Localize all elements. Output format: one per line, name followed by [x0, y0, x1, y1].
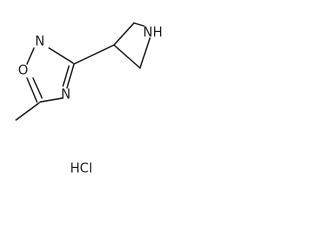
bond-c3-azetidine	[73, 44, 115, 65]
chemical-structure: O N N NH HCl	[15, 22, 163, 177]
atom-oxygen-label: O	[18, 64, 28, 79]
bond-azetidine-cc-ca	[113, 44, 141, 69]
bond-n4-c5	[39, 97, 64, 103]
bond-n2-c3	[48, 47, 74, 64]
bond-c5-methyl	[15, 102, 40, 121]
atom-nitrogen-bottom-label: N	[61, 88, 71, 103]
bond-c5-o1-double	[32, 77, 43, 99]
bond-c3-n4	[66, 63, 75, 89]
bond-c3-n4-double	[62, 65, 70, 87]
salt-label: HCl	[70, 162, 92, 177]
bond-azetidine-n-cc	[139, 37, 151, 69]
bond-azetidine-ca-cb	[113, 22, 135, 46]
bond-azetidine-cb-n	[133, 22, 145, 27]
bond-c5-o1	[26, 77, 38, 103]
atom-azetidine-nh-label: NH	[143, 26, 163, 41]
atom-nitrogen-top-label: N	[35, 35, 45, 50]
bond-o1-n2	[26, 47, 35, 65]
